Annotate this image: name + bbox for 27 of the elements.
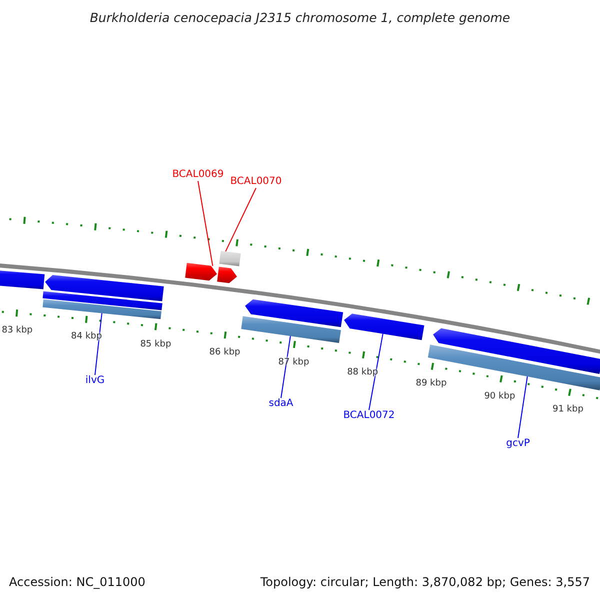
gene-feature bbox=[0, 269, 45, 290]
scale-label: 85 kbp bbox=[140, 339, 172, 350]
scale-label: 91 kbp bbox=[552, 404, 584, 416]
gene-feature bbox=[219, 250, 241, 266]
gene-feature bbox=[241, 299, 344, 343]
gene-label: BCAL0070 bbox=[230, 176, 282, 188]
scale-label: 83 kbp bbox=[2, 326, 33, 337]
leader-line bbox=[225, 188, 256, 252]
gene-feature bbox=[185, 262, 217, 281]
leader-line bbox=[518, 375, 528, 438]
scale-label: 89 kbp bbox=[416, 378, 447, 390]
gene-label: sdaA bbox=[268, 398, 294, 410]
gene-label: BCAL0069 bbox=[172, 169, 224, 181]
scale-label: 86 kbp bbox=[209, 348, 240, 359]
gene-feature bbox=[344, 314, 424, 340]
genome-summary: Topology: circular; Length: 3,870,082 bp; Genes: 3,557 bbox=[260, 575, 590, 589]
leader-line bbox=[368, 333, 384, 410]
scale-label: 90 kbp bbox=[484, 391, 516, 402]
diagram-title: Burkholderia cenocepacia J2315 chromosome 1, complete genome bbox=[88, 10, 512, 25]
gene-feature bbox=[428, 328, 600, 390]
gene-label: ilvG bbox=[85, 375, 105, 387]
gene-label: BCAL0072 bbox=[343, 410, 395, 422]
gene-feature bbox=[217, 266, 237, 284]
accession-note: Accession: NC_011000 bbox=[9, 575, 146, 589]
gene-feature bbox=[42, 275, 164, 320]
gene-label: gcvP bbox=[506, 438, 530, 450]
leader-line bbox=[198, 180, 214, 266]
